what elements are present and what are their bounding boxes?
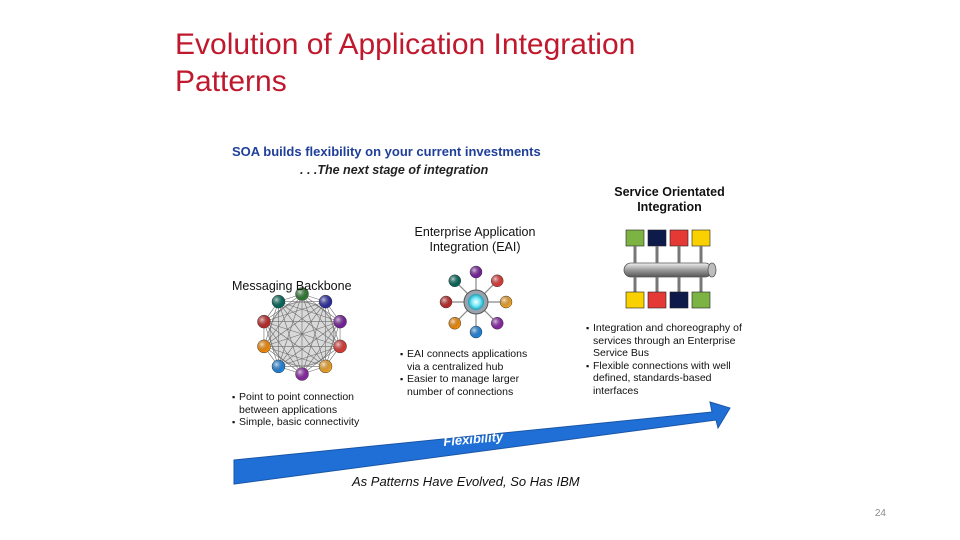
flexibility-arrow — [233, 401, 731, 485]
mesh-node-shine — [319, 295, 333, 309]
hub-node-shine — [448, 317, 461, 330]
mesh-link — [263, 293, 303, 347]
mesh-link — [278, 301, 341, 322]
esb-service-block — [691, 229, 711, 247]
mesh-link — [263, 346, 303, 375]
mesh-node-shine — [333, 315, 347, 329]
mesh-link — [278, 301, 303, 375]
mesh-link — [278, 301, 341, 347]
list-item: Integration and choreography of services… — [586, 322, 756, 360]
list-item: Easier to manage larger number of connec… — [400, 373, 542, 398]
list-item: Simple, basic connectivity — [232, 416, 382, 429]
page-number: 24 — [874, 508, 886, 519]
mesh-link — [301, 293, 341, 347]
mesh-node-shine — [257, 315, 271, 329]
soi-title: Service Orientated Integration — [614, 185, 725, 214]
mesh-link — [278, 346, 341, 367]
hub-node-shine — [491, 317, 504, 330]
figure-graphics — [233, 229, 731, 485]
hub-node-shine — [440, 296, 452, 308]
integration-patterns-figure: SOA builds flexibility on your current i… — [222, 136, 742, 498]
esb-service-block — [691, 291, 711, 309]
esb-service-block — [625, 229, 645, 247]
esb-pipe-end — [707, 262, 717, 278]
messaging-mesh — [257, 287, 347, 381]
esb-bus — [623, 229, 717, 309]
messaging-backbone-bullets: Point to point connection between applic… — [232, 391, 382, 429]
eai-hub — [439, 265, 513, 339]
mesh-link — [278, 301, 326, 367]
list-item: Flexible connections with well defined, … — [586, 360, 756, 398]
messaging-backbone-title: Messaging Backbone — [232, 279, 352, 293]
mesh-link — [263, 321, 326, 367]
mesh-node-shine — [319, 359, 333, 373]
figure-heading: SOA builds flexibility on your current i… — [232, 144, 541, 159]
soi-bullets: Integration and choreography of services… — [586, 322, 756, 397]
esb-service-block — [647, 291, 667, 309]
mesh-node-shine — [333, 339, 347, 353]
mesh-link — [263, 301, 279, 347]
hub-node-shine — [500, 296, 512, 308]
mesh-node-shine — [271, 295, 285, 309]
mesh-link — [263, 301, 326, 322]
esb-service-block — [669, 229, 689, 247]
hub-center — [468, 294, 484, 310]
esb-service-block — [669, 291, 689, 309]
mesh-link — [263, 346, 326, 367]
esb-service-block — [625, 291, 645, 309]
slide-title: Evolution of Application Integration Pat… — [175, 28, 636, 98]
mesh-node-shine — [271, 359, 285, 373]
hub-node-shine — [470, 326, 482, 338]
figure-caption: As Patterns Have Evolved, So Has IBM — [352, 474, 580, 489]
list-item: EAI connects applications via a centrali… — [400, 348, 542, 373]
hub-node-shine — [448, 274, 461, 287]
mesh-link — [263, 321, 279, 367]
list-item: Point to point connection between applic… — [232, 391, 382, 416]
eai-bullets: EAI connects applications via a centrali… — [400, 348, 542, 398]
mesh-link — [263, 321, 303, 375]
mesh-node-shine — [257, 339, 271, 353]
hub-node-shine — [470, 266, 482, 278]
mesh-link — [301, 321, 341, 375]
esb-service-block — [647, 229, 667, 247]
esb-pipe — [623, 262, 713, 278]
hub-node-shine — [491, 274, 504, 287]
mesh-node-shine — [295, 367, 309, 381]
figure-subheading: . . .The next stage of integration — [300, 163, 489, 177]
eai-title: Enterprise Application Integration (EAI) — [414, 225, 536, 254]
mesh-node-shine — [295, 287, 309, 301]
